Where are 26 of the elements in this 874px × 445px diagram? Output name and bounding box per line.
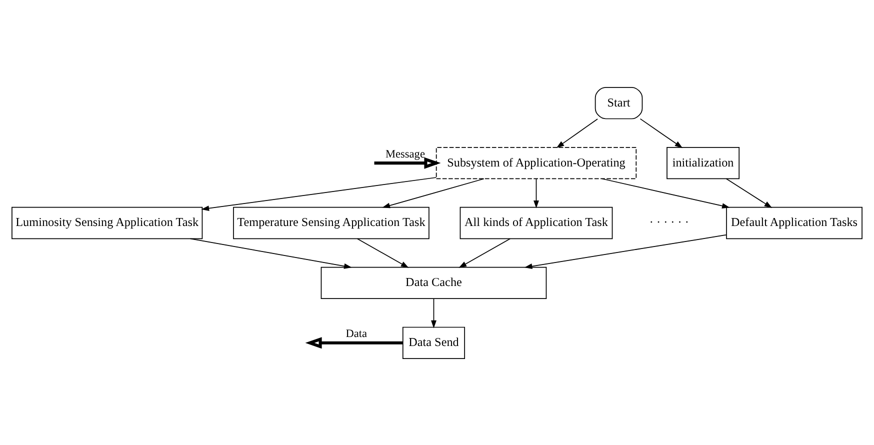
edge-label: Message — [385, 148, 425, 160]
arrow — [190, 238, 352, 268]
label: · · · · · · — [649, 214, 689, 229]
node-box: Data Send — [402, 326, 466, 358]
arrow — [534, 178, 539, 208]
arrow — [382, 178, 484, 208]
node-box: Start — [594, 86, 643, 119]
edge-label: Data — [346, 328, 368, 340]
node-box: Subsystem of Application-Operating — [436, 146, 637, 179]
arrow — [602, 178, 730, 208]
arrow — [458, 238, 511, 268]
arrow — [726, 178, 772, 208]
node-box: initialization — [666, 146, 740, 179]
node-box: Temperature Sensing Application Task — [233, 206, 430, 239]
arrow — [640, 118, 683, 148]
arrow — [356, 238, 409, 268]
arrow — [431, 298, 436, 328]
node-box: Default Application Tasks — [726, 206, 862, 239]
arrow — [374, 156, 441, 168]
arrow — [305, 336, 403, 348]
arrow — [524, 234, 727, 268]
arrow — [201, 176, 437, 211]
node-box: Luminosity Sensing Application Task — [12, 206, 203, 239]
node-box: All kinds of Application Task — [460, 206, 613, 239]
arrow — [556, 118, 598, 148]
node-box: Data Cache — [320, 266, 547, 299]
